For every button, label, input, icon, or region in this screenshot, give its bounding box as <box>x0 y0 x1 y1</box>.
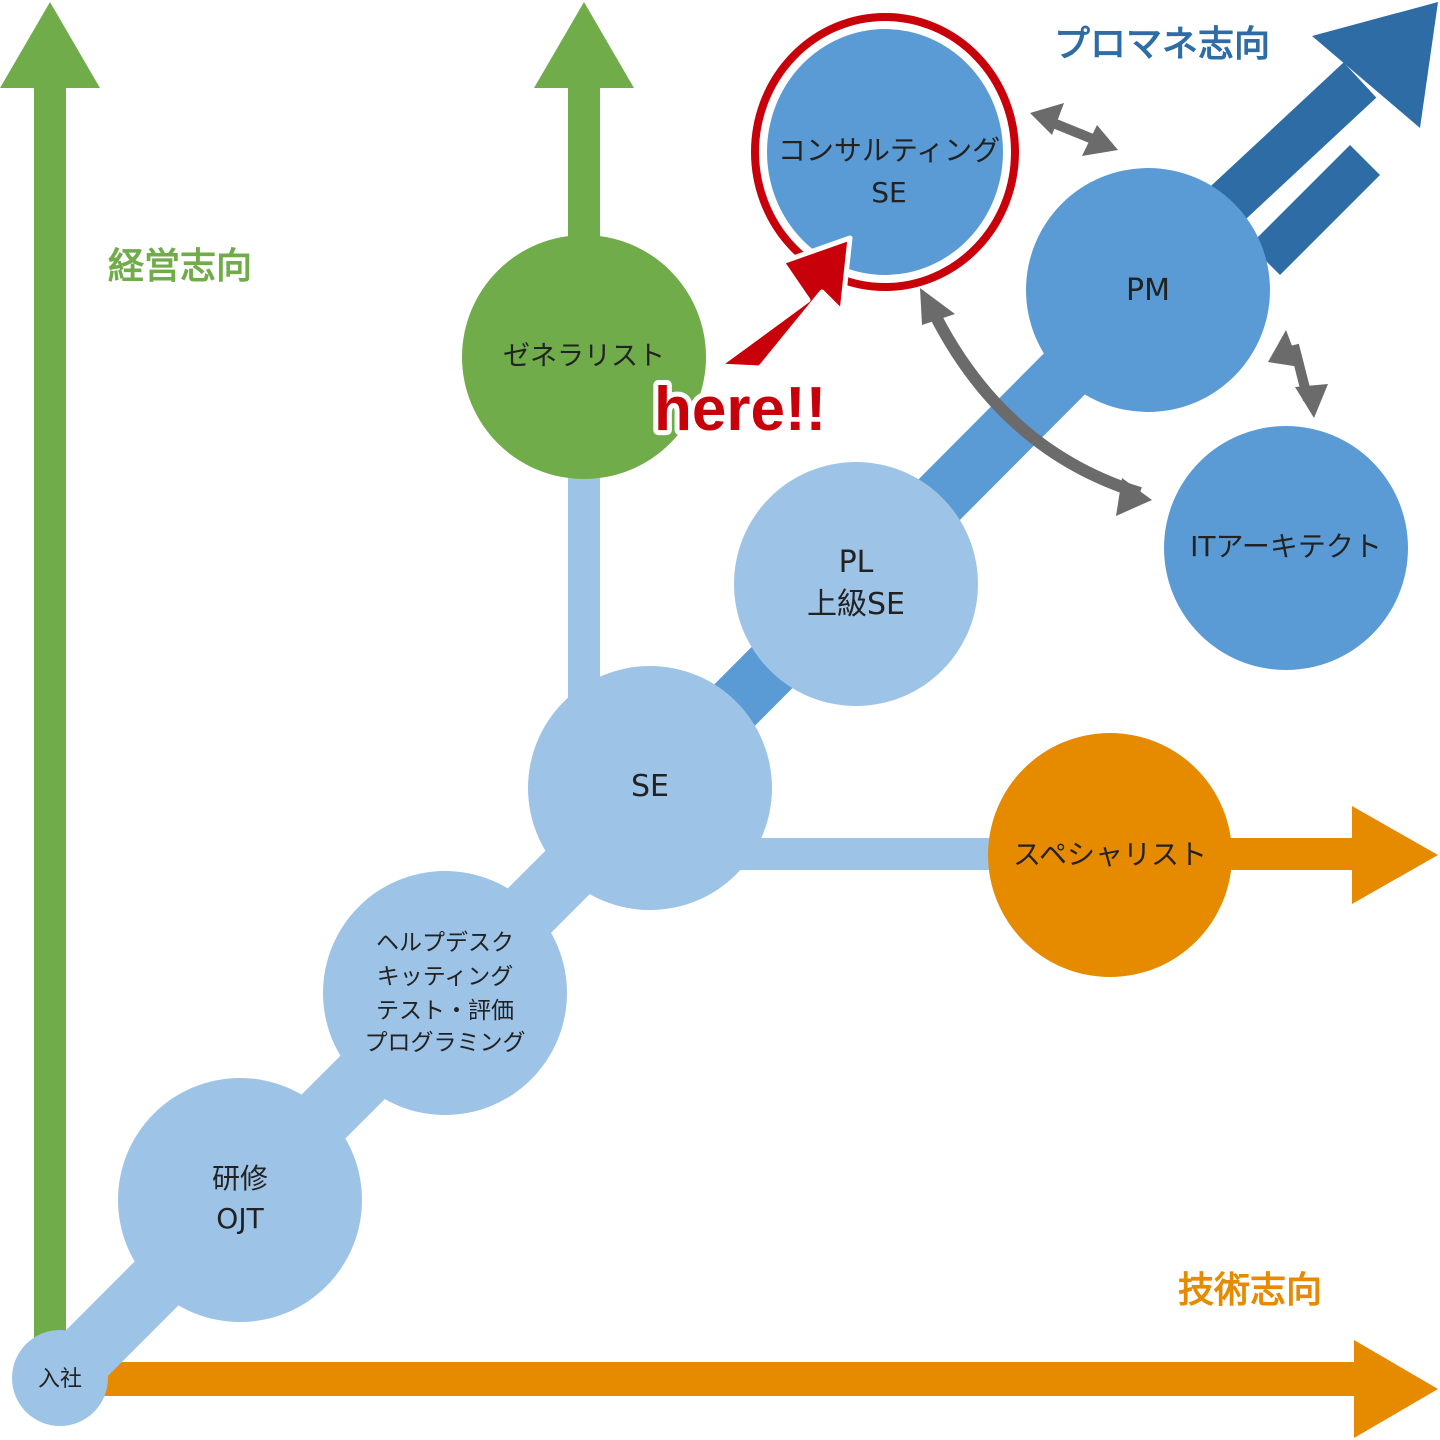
node-specialist[interactable]: スペシャリスト <box>988 733 1232 977</box>
node-pl-label-1: PL <box>839 545 874 580</box>
node-pm-label: PM <box>1126 273 1170 308</box>
node-pl[interactable]: PL 上級SE <box>734 462 978 706</box>
node-generalist-label: ゼネラリスト <box>503 341 665 372</box>
node-consulting-label-1: コンサルティング <box>778 134 1000 167</box>
node-junior-label-2: キッティング <box>377 964 514 990</box>
node-pm[interactable]: PM <box>1026 168 1270 412</box>
project-management-axis-label: プロマネ志向 <box>1054 24 1270 65</box>
node-specialist-label: スペシャリスト <box>1013 838 1207 871</box>
node-it-architect[interactable]: ITアーキテクト <box>1164 426 1408 670</box>
node-training-label-2: OJT <box>216 1202 264 1235</box>
node-se-label: SE <box>631 769 669 804</box>
specialist-arrow <box>1200 806 1438 904</box>
node-junior-label-3: テスト・評価 <box>376 998 514 1024</box>
highlight-arrow-icon <box>715 235 853 371</box>
node-pl-label-2: 上級SE <box>807 587 905 622</box>
here-label: here!! <box>654 375 826 444</box>
node-training[interactable]: 研修 OJT <box>118 1078 362 1322</box>
node-entry-label: 入社 <box>38 1367 82 1392</box>
node-consulting-label-2: SE <box>871 176 906 209</box>
consulting-architect-double-arrow <box>920 288 1152 516</box>
node-consulting-se[interactable]: コンサルティング SE <box>751 13 1019 291</box>
node-junior-label-4: プログラミング <box>365 1030 526 1056</box>
node-training-label-1: 研修 <box>212 1162 268 1195</box>
node-entry[interactable]: 入社 <box>12 1330 108 1426</box>
technical-axis-label: 技術志向 <box>1178 1270 1322 1311</box>
node-junior-tasks[interactable]: ヘルプデスク キッティング テスト・評価 プログラミング <box>323 871 567 1115</box>
consulting-pm-double-arrow <box>1030 103 1118 156</box>
path-entry-to-se <box>38 768 672 1402</box>
project-management-axis-arrow <box>1198 2 1438 275</box>
management-axis-label: 経営志向 <box>108 246 252 287</box>
pm-architect-double-arrow <box>1268 330 1328 418</box>
node-junior-label-1: ヘルプデスク <box>376 930 514 956</box>
node-architect-label: ITアーキテクト <box>1190 530 1382 563</box>
management-axis-arrow <box>0 2 100 1345</box>
technical-axis-arrow <box>60 1340 1438 1438</box>
node-generalist[interactable]: ゼネラリスト <box>462 235 706 479</box>
node-se[interactable]: SE <box>528 666 772 910</box>
